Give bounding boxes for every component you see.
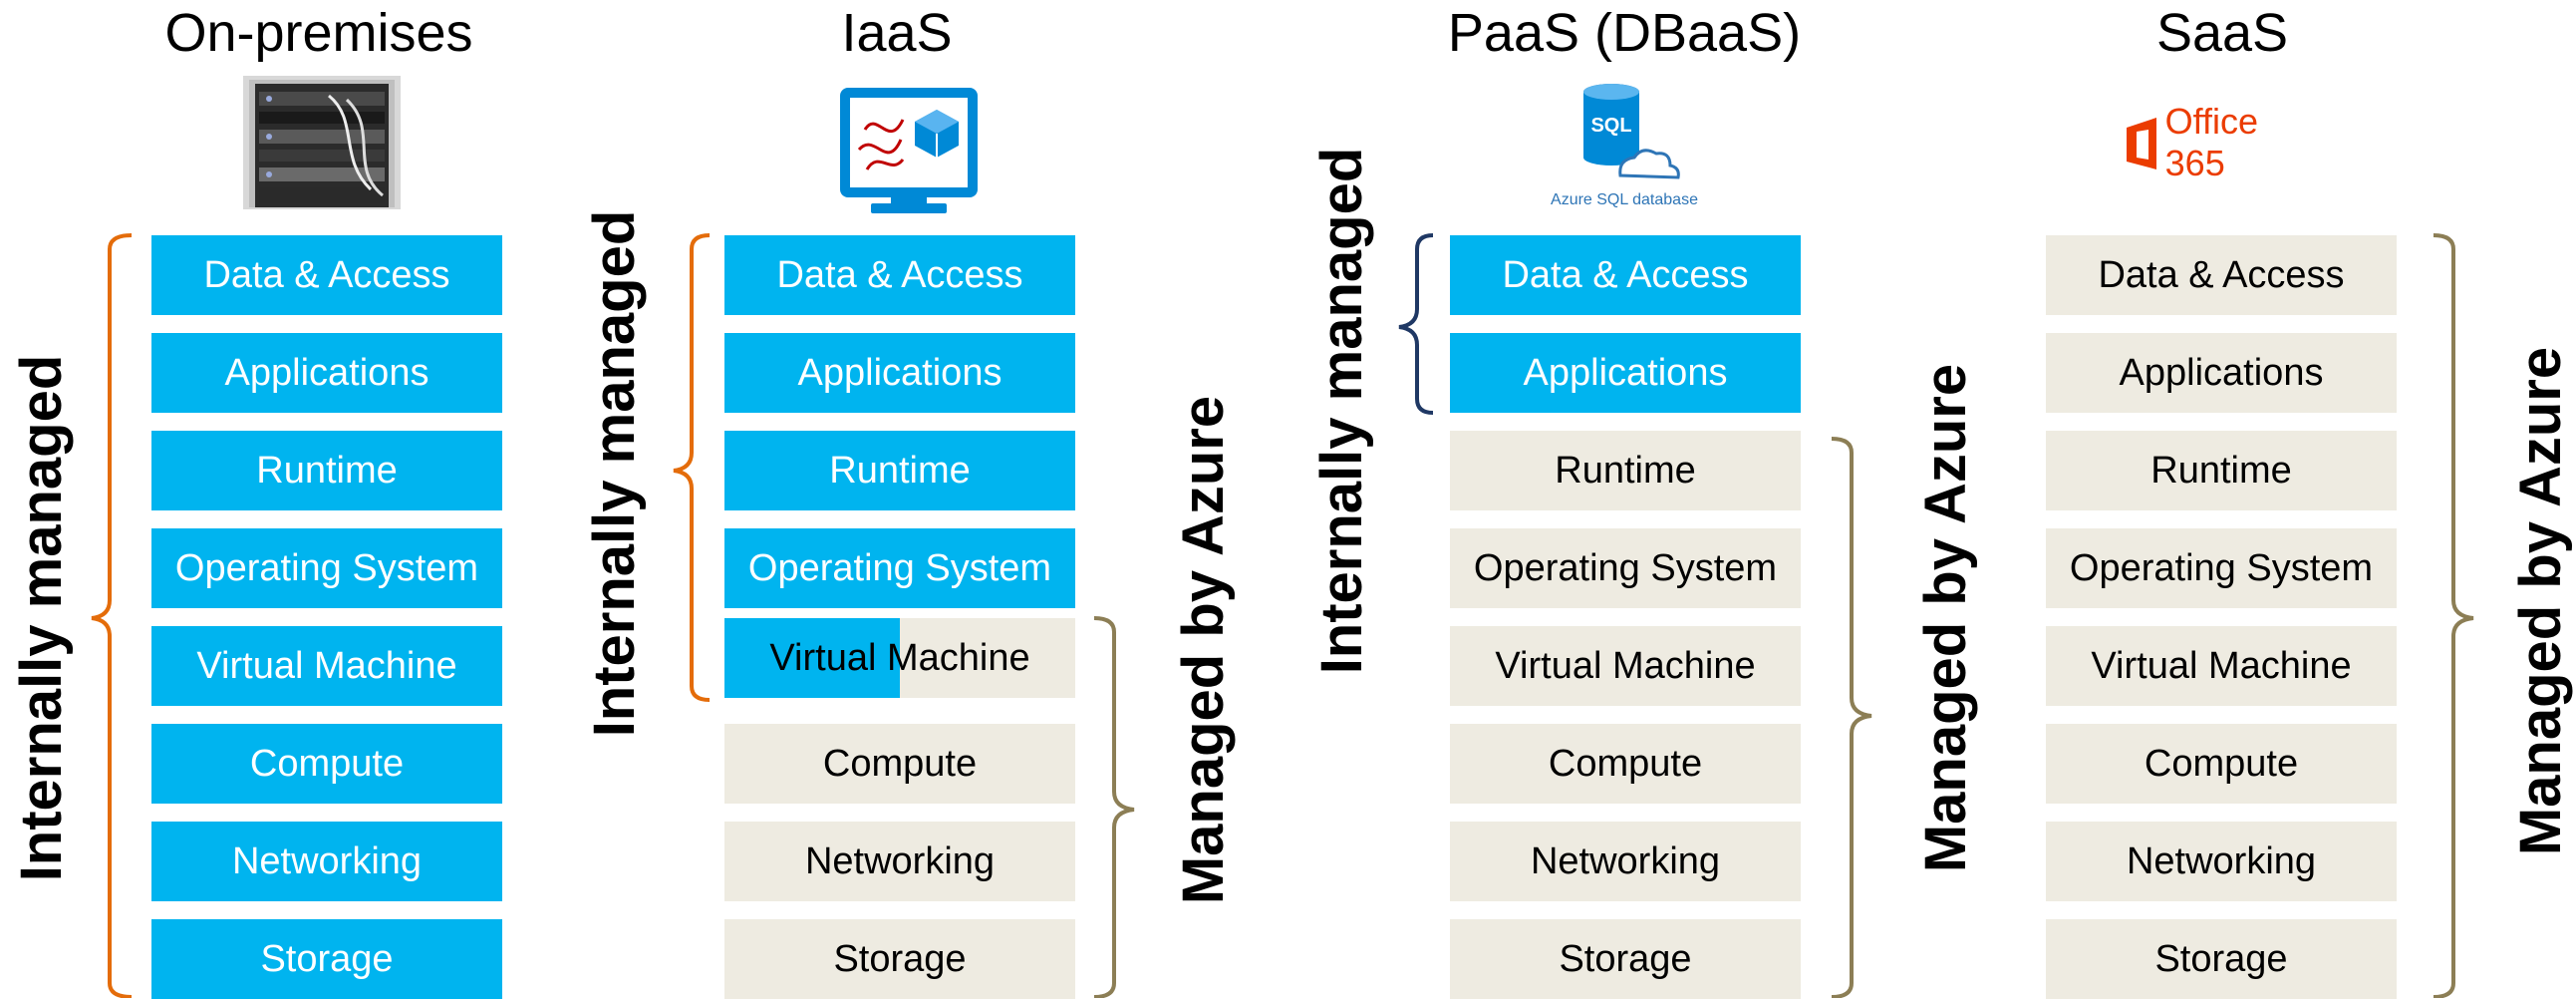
onprem-layer-runtime: Runtime <box>151 431 502 510</box>
bracket-azure-paas <box>1831 437 1872 998</box>
onprem-layer-compute: Compute <box>151 724 502 804</box>
saas-layer-networking: Networking <box>2046 822 2397 901</box>
iaas-virtual-machine-icon <box>840 88 978 213</box>
paas-layer-storage: Storage <box>1450 919 1801 999</box>
svg-text:SQL: SQL <box>1590 115 1631 137</box>
iaas-layer-operating-system: Operating System <box>724 528 1075 608</box>
bracket-internal-iaas <box>673 233 711 702</box>
iaas-layer-data-access: Data & Access <box>724 235 1075 315</box>
iaas-layer-compute: Compute <box>724 724 1075 804</box>
paas-layer-compute: Compute <box>1450 724 1801 804</box>
paas-layer-networking: Networking <box>1450 822 1801 901</box>
saas-layer-storage: Storage <box>2046 919 2397 999</box>
saas-layer-applications: Applications <box>2046 333 2397 413</box>
office-365-logo-icon <box>2127 118 2156 169</box>
onprem-layer-storage: Storage <box>151 919 502 999</box>
bracket-azure-saas <box>2433 233 2474 998</box>
bracket-internal-paas <box>1398 233 1434 415</box>
saas-layer-operating-system: Operating System <box>2046 528 2397 608</box>
paas-layer-virtual-machine: Virtual Machine <box>1450 626 1801 706</box>
paas-layer-runtime: Runtime <box>1450 431 1801 510</box>
office-365-logo: Office 365 <box>2123 101 2322 183</box>
column-title-paas: PaaS (DBaaS) <box>1447 3 1802 63</box>
iaas-layer-networking: Networking <box>724 822 1075 901</box>
iaas-layer-storage: Storage <box>724 919 1075 999</box>
office-365-text: Office 365 <box>2164 101 2259 183</box>
paas-layer-applications: Applications <box>1450 333 1801 413</box>
onprem-layer-virtual-machine: Virtual Machine <box>151 626 502 706</box>
iaas-layer-virtual-machine: Virtual Machine <box>724 618 1075 698</box>
bracket-azure-iaas <box>1093 616 1135 998</box>
saas-layer-virtual-machine: Virtual Machine <box>2046 626 2397 706</box>
saas-layer-compute: Compute <box>2046 724 2397 804</box>
iaas-layer-applications: Applications <box>724 333 1075 413</box>
onprem-layer-applications: Applications <box>151 333 502 413</box>
sql-database-icon: SQL <box>1583 84 1680 179</box>
saas-layer-runtime: Runtime <box>2046 431 2397 510</box>
column-title-iaas: IaaS <box>841 3 953 63</box>
column-title-on-premises: On-premises <box>164 3 473 63</box>
sql-database-caption: Azure SQL database <box>1551 191 1698 208</box>
paas-layer-operating-system: Operating System <box>1450 528 1801 608</box>
iaas-layer-runtime: Runtime <box>724 431 1075 510</box>
iaas-vm-internal-half <box>724 618 900 698</box>
onprem-layer-networking: Networking <box>151 822 502 901</box>
column-title-saas: SaaS <box>2155 3 2289 63</box>
onprem-layer-data-access: Data & Access <box>151 235 502 315</box>
bracket-internal-onprem <box>91 233 133 998</box>
saas-layer-data-access: Data & Access <box>2046 235 2397 315</box>
server-rack-icon <box>243 76 401 209</box>
onprem-layer-operating-system: Operating System <box>151 528 502 608</box>
paas-layer-data-access: Data & Access <box>1450 235 1801 315</box>
